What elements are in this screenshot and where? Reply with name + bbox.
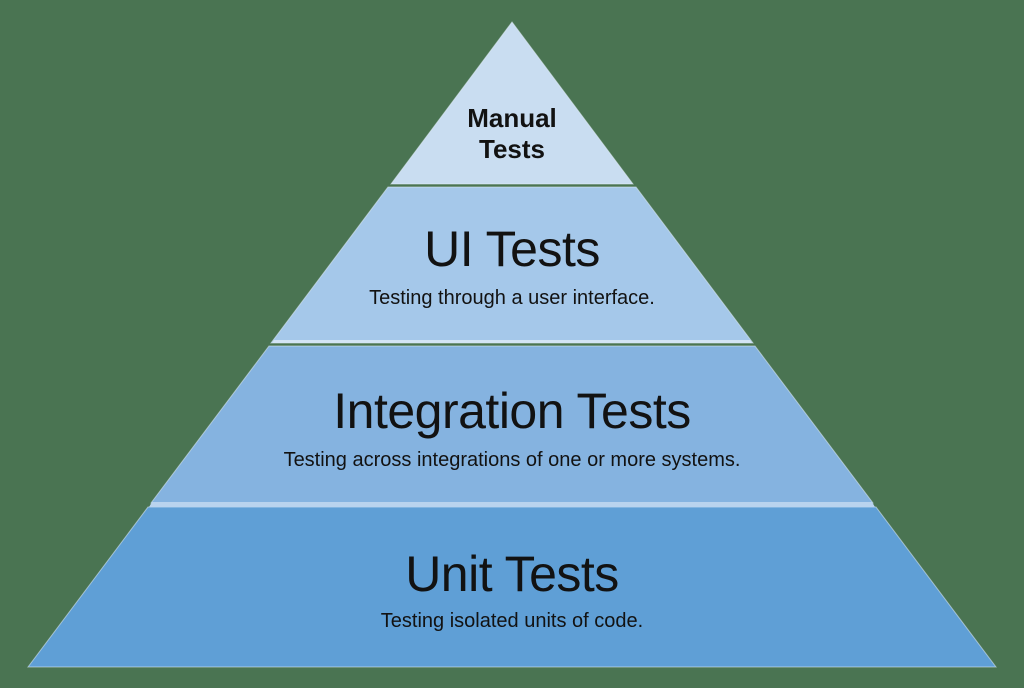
pyramid-level-manual-shape xyxy=(390,21,634,185)
integration-unit-separator-line xyxy=(149,502,875,507)
pyramid-level-unit-shape xyxy=(27,506,997,668)
pyramid-level-integration-shape xyxy=(149,345,875,504)
ui-bottom-highlight-line xyxy=(272,340,752,343)
pyramid-level-ui-shape xyxy=(270,186,754,344)
